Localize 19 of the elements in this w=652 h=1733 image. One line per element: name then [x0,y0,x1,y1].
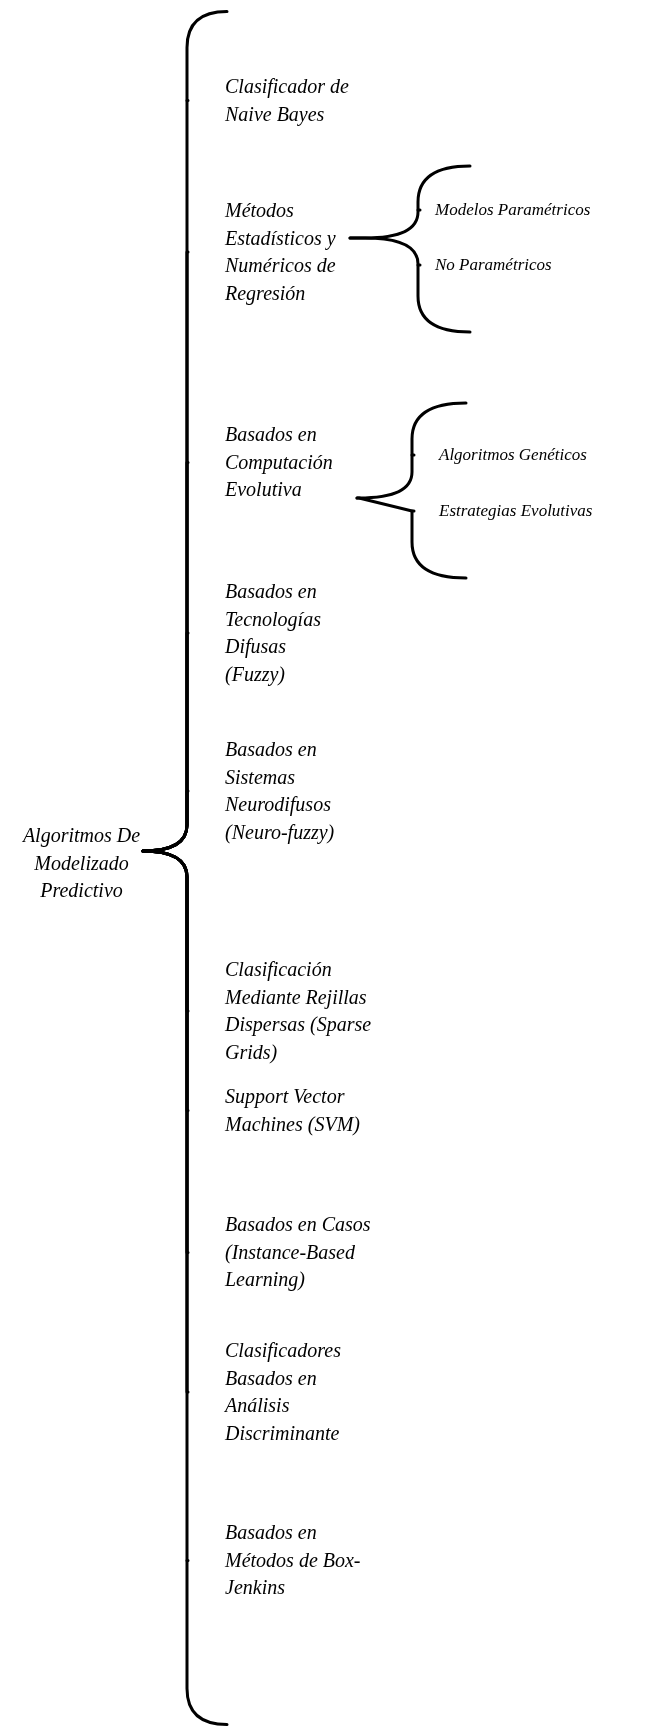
category-label: Clasificadores Basados en Análisis Discriminante [188,1337,375,1447]
category-label: Algoritmos Genéticos [414,444,649,466]
category-label: No Paramétricos [420,254,635,276]
category-label: Basados en Sistemas Neurodifusos (Neuro-fuzzy) [188,736,365,846]
category-label: Basados en Tecnologías Difusas (Fuzzy) [188,578,345,688]
category-label: Métodos Estadísticos y Numéricos de Regresión [188,197,350,307]
curly-brace-connector [348,236,422,267]
curly-brace-connector [141,789,190,853]
curly-brace-connector [141,849,190,1562]
category-label: Basados en Métodos de Box-Jenkins [188,1519,390,1602]
category-label: Support Vector Machines (SVM) [188,1083,405,1138]
category-label: Algoritmos De Modelizado Predictivo [20,822,143,905]
category-label: Clasificación Mediante Rejillas Dispersas (Sparse Grids) [188,956,410,1066]
category-label: Basados en Computación Evolutiva [188,421,357,504]
category-label: Basados en Casos (Instance-Based Learning) [188,1211,405,1294]
category-label: Clasificador de Naive Bayes [188,73,385,128]
category-label: Modelos Paramétricos [420,199,650,221]
curly-brace-connector [355,496,416,513]
category-label: Estrategias Evolutivas [414,500,649,522]
